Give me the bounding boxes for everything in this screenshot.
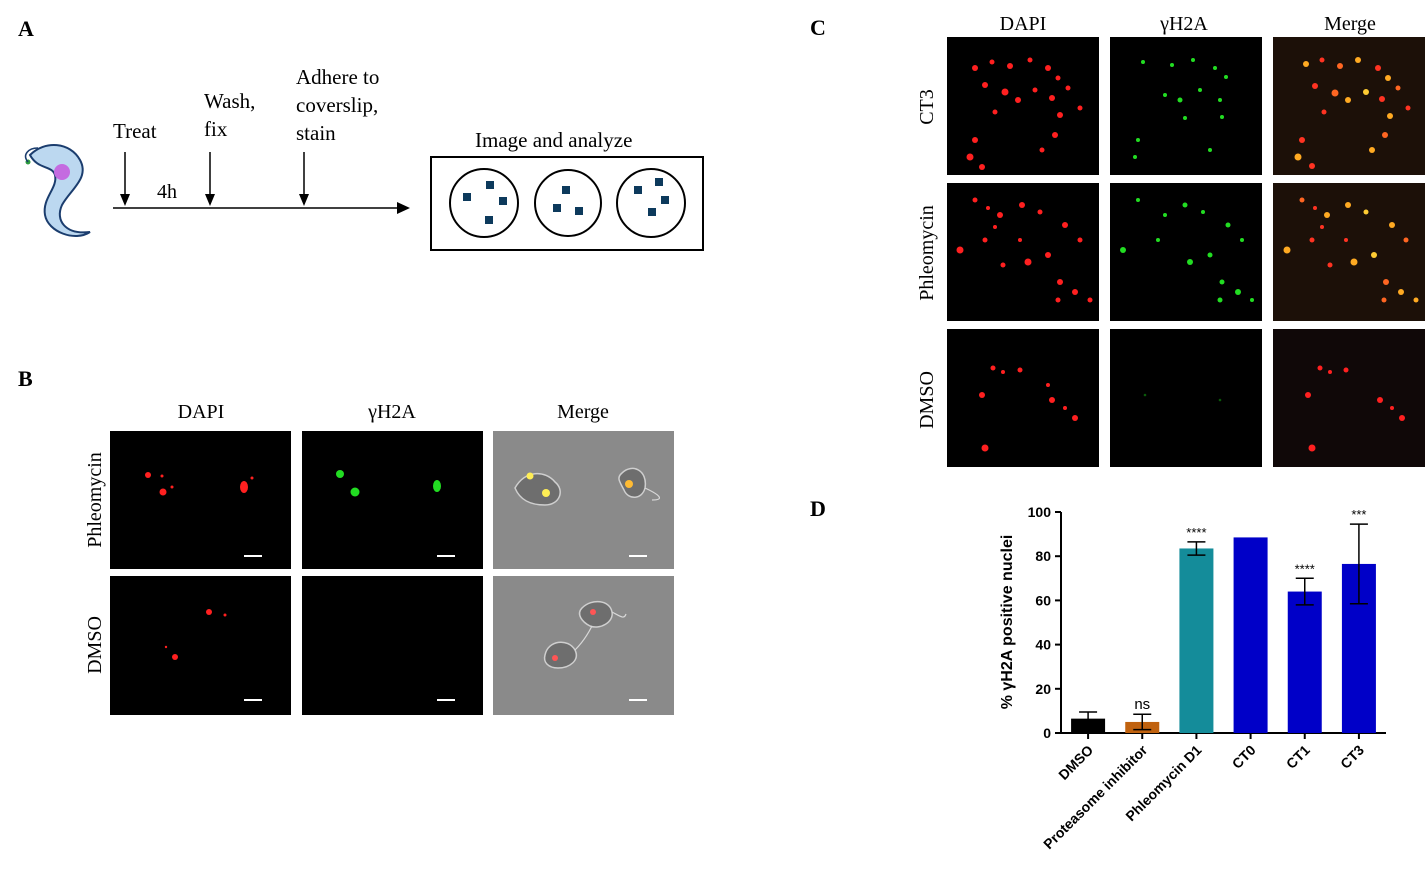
y-tick-label: 60 [1035, 592, 1051, 608]
panel-c-dmso-dapi-image [947, 329, 1099, 467]
step-stain-label: stain [296, 121, 336, 145]
panel-c-row-phleomycin: Phleomycin [916, 205, 938, 301]
timeline-axis [113, 202, 410, 214]
panel-c-col-dapi: DAPI [1000, 13, 1047, 35]
significance-label: *** [1351, 507, 1366, 522]
y-tick-label: 80 [1035, 548, 1051, 564]
panel-b-phleomycin-merge-image [493, 431, 674, 569]
panel-b-col-merge: Merge [557, 401, 609, 423]
significance-label: ns [1134, 696, 1150, 713]
panel-b-row-dmso: DMSO [84, 616, 106, 674]
timeline-marker-wash [205, 152, 215, 206]
step-fix-label: fix [204, 117, 228, 141]
step-treat-label: Treat [113, 119, 157, 143]
significance-label: **** [1186, 525, 1206, 540]
image-analyze-title: Image and analyze [475, 128, 632, 152]
x-tick-label: CT3 [1337, 742, 1367, 772]
panel-c-col-gh2a: γH2A [1159, 13, 1208, 35]
y-tick-label: 20 [1035, 681, 1051, 697]
y-tick-label: 100 [1028, 504, 1052, 520]
trypanosome-icon [24, 143, 91, 237]
panel-c-row-dmso: DMSO [916, 371, 938, 429]
panel-b-dmso-merge-image [493, 576, 674, 715]
panel-c-ct3-dapi-image [947, 37, 1099, 175]
panel-c-phleomycin-merge-image [1273, 183, 1425, 321]
coverslip-1 [449, 168, 519, 238]
timeline-marker-adhere [299, 152, 309, 206]
step-wash-label: Wash, [204, 89, 255, 113]
panel-b-label: B [18, 366, 33, 391]
panel-b-col-gh2a: γH2A [367, 401, 416, 423]
panel-a-label: A [18, 16, 34, 41]
step-coverslip-label: coverslip, [296, 93, 378, 117]
bar [1179, 548, 1214, 733]
bar [1233, 537, 1268, 733]
x-tick-label: CT0 [1229, 742, 1259, 772]
panel-d-label: D [810, 496, 826, 521]
panel-c-phleomycin-gh2a-image [1110, 183, 1262, 321]
panel-c-dmso-gh2a-image [1110, 329, 1262, 467]
panel-b-phleomycin-dapi-image [110, 431, 291, 569]
panel-b-dmso-gh2a-image [302, 576, 483, 715]
coverslip-3 [616, 168, 686, 238]
panel-c-ct3-merge-image [1273, 37, 1425, 175]
panel-c-col-merge: Merge [1324, 13, 1376, 35]
panel-c-dmso-merge-image [1273, 329, 1425, 467]
panel-c-phleomycin-dapi-image [947, 183, 1099, 321]
bar [1287, 591, 1322, 733]
y-tick-label: 0 [1043, 725, 1051, 741]
duration-label: 4h [157, 181, 177, 203]
panel-b-row-phleomycin: Phleomycin [84, 452, 106, 548]
y-axis-label: % γH2A positive nuclei [999, 535, 1016, 710]
panel-b-phleomycin-gh2a-image [302, 431, 483, 569]
panel-c-label: C [810, 15, 826, 40]
x-tick-label: DMSO [1055, 742, 1096, 783]
x-tick-label: Proteasome inhibitor [1040, 741, 1151, 852]
coverslip-2 [534, 169, 602, 237]
y-tick-label: 40 [1035, 637, 1051, 653]
panel-c-row-ct3: CT3 [916, 89, 938, 125]
timeline-marker-treat [120, 152, 130, 206]
step-adhere-label: Adhere to [296, 65, 379, 89]
significance-label: **** [1295, 561, 1315, 576]
x-tick-label: CT1 [1283, 742, 1313, 772]
panel-b-col-dapi: DAPI [178, 401, 225, 423]
panel-c-ct3-gh2a-image [1110, 37, 1262, 175]
panel-b-dmso-dapi-image [110, 576, 291, 715]
